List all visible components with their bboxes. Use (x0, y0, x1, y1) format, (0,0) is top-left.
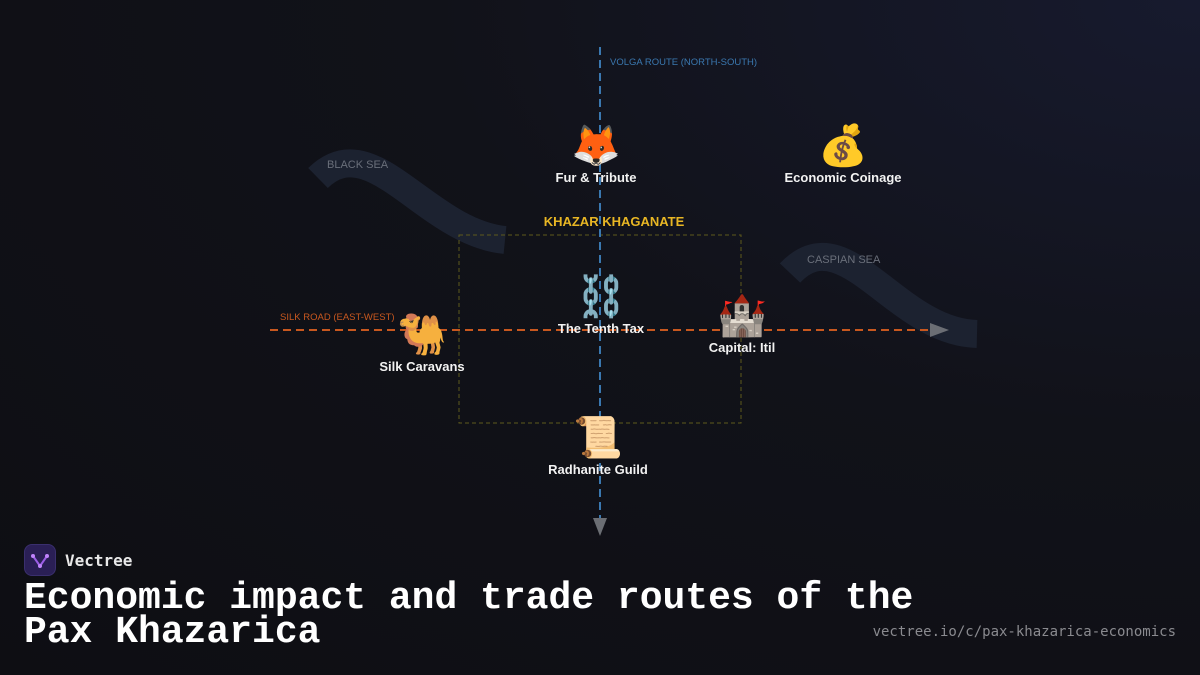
fur-tribute-label: Fur & Tribute (555, 170, 637, 185)
khazar-khaganate-label: KHAZAR KHAGANATE (543, 214, 685, 229)
volga-route-label: VOLGA ROUTE (NORTH-SOUTH) (610, 57, 758, 68)
camel-icon: 🐫 (397, 312, 447, 358)
brand-name: Vectree (65, 550, 133, 570)
tenth-tax-node: ⛓️ The Tenth Tax (558, 273, 644, 336)
economic-coinage-label: Economic Coinage (784, 170, 902, 185)
tenth-tax-label: The Tenth Tax (557, 321, 645, 336)
economic-coinage-node: 💰 Economic Coinage (784, 122, 901, 185)
caspian-sea-label: CASPIAN SEA (807, 254, 881, 266)
silk-caravans-node: 🐫 Silk Caravans (379, 311, 464, 374)
page-title: Economic impact and trade routes of the … (24, 577, 914, 654)
silk-caravans-label: Silk Caravans (379, 359, 465, 374)
vectree-logo-icon (24, 544, 56, 576)
brand: Vectree (24, 544, 132, 576)
black-sea-label: BLACK SEA (327, 159, 389, 171)
silk-road-label: SILK ROAD (EAST-WEST) (280, 312, 395, 323)
volga-route-arrowhead (593, 518, 607, 536)
capital-itil-node: 🏰 Capital: Itil (709, 292, 775, 355)
radhanite-guild-node: 📜 Radhanite Guild (548, 414, 648, 477)
fox-icon: 🦊 (571, 123, 621, 169)
caspian-sea-shape (779, 243, 979, 348)
money-bag-icon: 💰 (818, 123, 868, 169)
black-sea-shape (308, 149, 508, 254)
fur-tribute-node: 🦊 Fur & Tribute (556, 122, 637, 185)
silk-road-arrowhead (930, 323, 949, 337)
scroll-icon: 📜 (573, 415, 623, 461)
radhanite-guild-label: Radhanite Guild (548, 462, 648, 477)
castle-icon: 🏰 (717, 293, 767, 339)
source-url: vectree.io/c/pax-khazarica-economics (872, 624, 1176, 640)
capital-itil-label: Capital: Itil (708, 340, 776, 355)
chains-icon: ⛓️ (576, 274, 626, 320)
